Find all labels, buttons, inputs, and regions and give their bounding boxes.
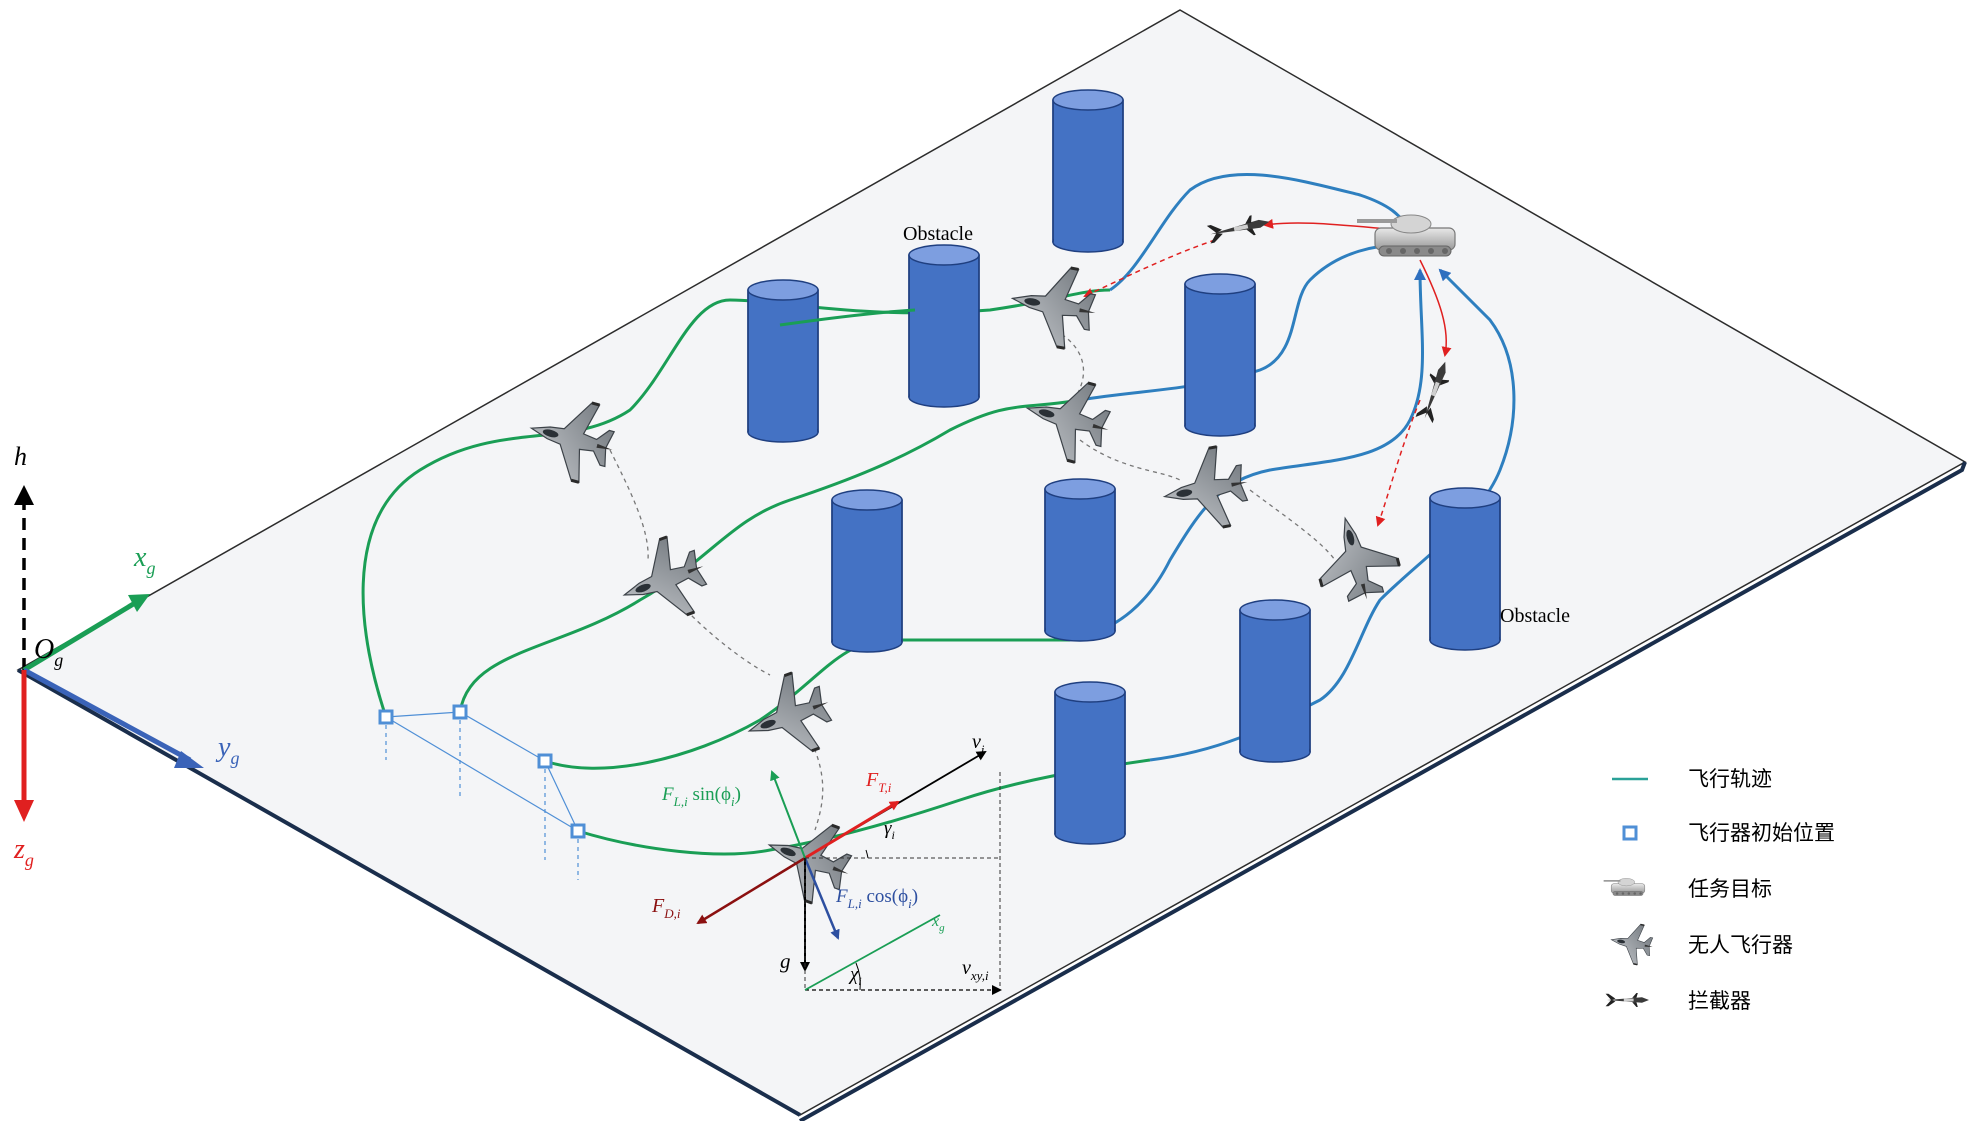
obstacle-label: Obstacle (903, 223, 973, 245)
legend-trajectory-label: 飞行轨迹 (1688, 767, 1772, 791)
label-velocity: vi (972, 731, 985, 757)
legend-mission-target-label: 任务目标 (1688, 877, 1772, 901)
ground-coordinate-axes (14, 485, 204, 822)
uav-trajectory-front-segments (779, 308, 916, 327)
obstacle-cylinder (1054, 681, 1126, 845)
obstacle-cylinder (1052, 89, 1124, 253)
tank-icon (1603, 878, 1646, 896)
initial-position-projections (385, 711, 579, 880)
uav-icon (1607, 919, 1657, 968)
label-chi: χi (848, 964, 862, 988)
label-xg-small: xg (931, 913, 945, 934)
interceptor-icon (1605, 993, 1649, 1007)
initial-position-markers (378, 704, 586, 839)
obstacle-cylinder (908, 244, 980, 408)
obstacle-cylinder (747, 279, 819, 443)
label-lift-cos: FL,i cos(ϕi) (835, 886, 918, 911)
axis-label-origin: Og (34, 634, 63, 670)
label-gravity: g (780, 949, 791, 973)
axis-label-y: yg (215, 732, 239, 768)
ground-plane-shadow-edge (17, 461, 1967, 1121)
ground-plane (16, 9, 1967, 1116)
axis-label-h: h (14, 442, 27, 471)
axis-label-z: zg (13, 834, 34, 870)
label-thrust: FT,i (865, 769, 892, 795)
axis-label-x: xg (133, 542, 155, 578)
obstacle-cylinder (1239, 599, 1311, 763)
legend-uav-label: 无人飞行器 (1688, 933, 1793, 957)
legend: 飞行轨迹 飞行器初始位置 任务目标 无人飞行器 拦截器 (1603, 767, 1835, 1013)
legend-initial-position-marker (1622, 825, 1638, 841)
uav-trajectories-green (361, 288, 1151, 856)
force-diagram (696, 750, 1002, 995)
obstacle-cylinder (1044, 478, 1116, 642)
label-lift-sin: FL,i sin(ϕi) (661, 784, 741, 809)
obstacle-cylinder (831, 489, 903, 653)
label-vxy: vxy,i (962, 957, 989, 983)
obstacle-label: Obstacle (1500, 605, 1570, 627)
obstacle-cylinder (1184, 273, 1256, 437)
legend-initial-position-label: 飞行器初始位置 (1688, 821, 1835, 845)
label-drag: FD,i (651, 895, 681, 921)
obstacle-cylinder (1429, 487, 1501, 651)
label-gamma: γi (884, 818, 895, 842)
legend-interceptor-label: 拦截器 (1688, 989, 1751, 1013)
